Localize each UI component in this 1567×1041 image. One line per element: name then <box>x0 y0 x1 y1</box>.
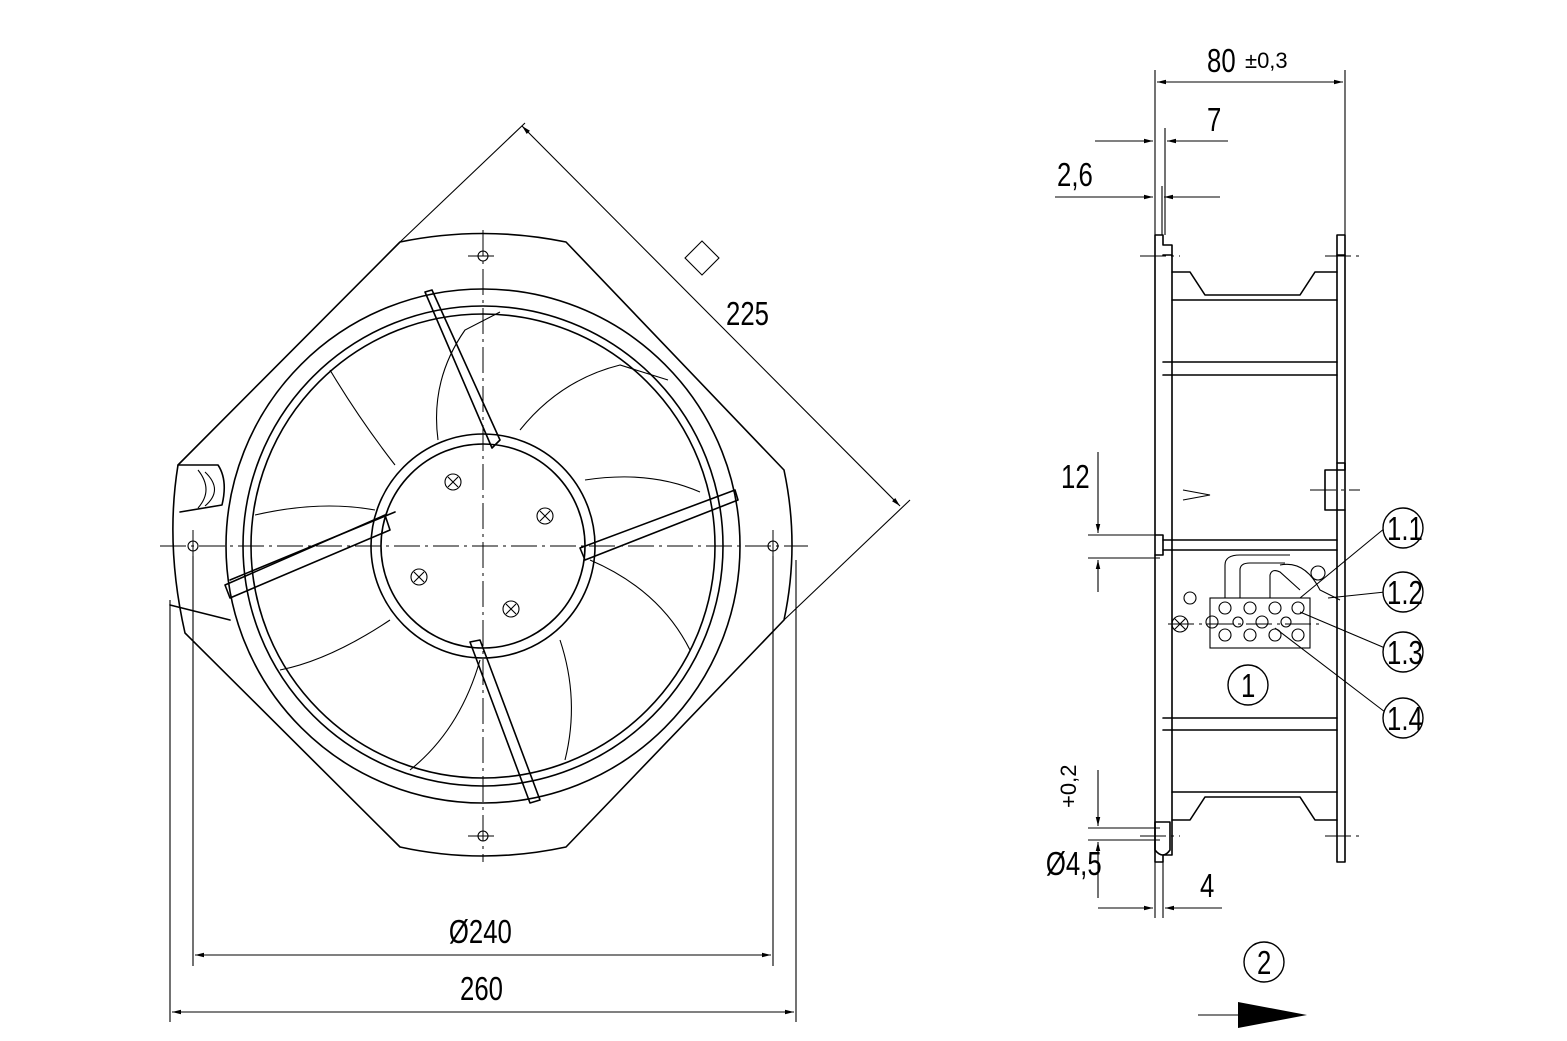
square-symbol <box>684 240 720 276</box>
airflow-arrow <box>1198 1002 1307 1028</box>
callout-1-label: 1 <box>1241 668 1255 705</box>
front-centerlines <box>160 230 808 862</box>
dimension-hole: Ø4,5 +0,2 <box>1046 765 1160 898</box>
dimension-7: 7 <box>1095 102 1228 235</box>
dimension-12: 12 <box>1061 452 1160 592</box>
callout-2: 2 <box>1243 941 1285 983</box>
dim-height-12-label: 12 <box>1061 459 1090 496</box>
side-body-outline <box>1154 234 1173 863</box>
callout-1-2: 1.2 <box>1382 571 1424 613</box>
side-view: 80 ±0,3 7 2,6 12 <box>1046 43 1424 1028</box>
dim-depth-tol-label: ±0,3 <box>1245 48 1288 73</box>
callout-1-3: 1.3 <box>1382 631 1424 673</box>
callout-1-4: 1.4 <box>1382 697 1424 739</box>
callout-1-4-label: 1.4 <box>1387 701 1423 738</box>
callout-leaders <box>1274 527 1386 713</box>
dim-hole-tol-label: +0,2 <box>1056 765 1081 808</box>
callout-2-label: 2 <box>1257 945 1271 982</box>
housing-outline <box>172 232 793 857</box>
dimension-80: 80 ±0,3 <box>1154 43 1346 235</box>
support-struts <box>169 289 739 804</box>
dimension-240: Ø240 <box>192 556 774 966</box>
callout-1-1-label: 1.1 <box>1387 511 1423 548</box>
dim-outer-width-label: 260 <box>460 971 503 1008</box>
callout-1-2-label: 1.2 <box>1387 575 1423 612</box>
callout-1-3-label: 1.3 <box>1387 635 1423 672</box>
dim-inner-diameter-label: Ø240 <box>449 914 512 951</box>
terminal-block <box>1168 554 1341 649</box>
dimension-225: 225 <box>399 122 911 621</box>
dim-depth-label: 80 <box>1207 43 1236 80</box>
callout-1-1: 1.1 <box>1382 507 1424 549</box>
dim-offset-label: 2,6 <box>1057 157 1093 194</box>
dimension-260: 260 <box>169 560 797 1022</box>
dim-diagonal-square-label: 225 <box>726 296 769 333</box>
callout-1: 1 <box>1227 664 1269 706</box>
dimension-2-6: 2,6 <box>1055 157 1220 235</box>
front-view: 225 Ø240 260 <box>160 122 911 1022</box>
dim-hole-diameter-label: Ø4,5 <box>1046 846 1102 883</box>
dimension-4: 4 <box>1098 862 1222 918</box>
hub-screws <box>410 473 554 618</box>
mounting-lug <box>177 464 226 513</box>
dim-flange-label: 7 <box>1207 102 1221 139</box>
dim-4-label: 4 <box>1200 868 1214 905</box>
